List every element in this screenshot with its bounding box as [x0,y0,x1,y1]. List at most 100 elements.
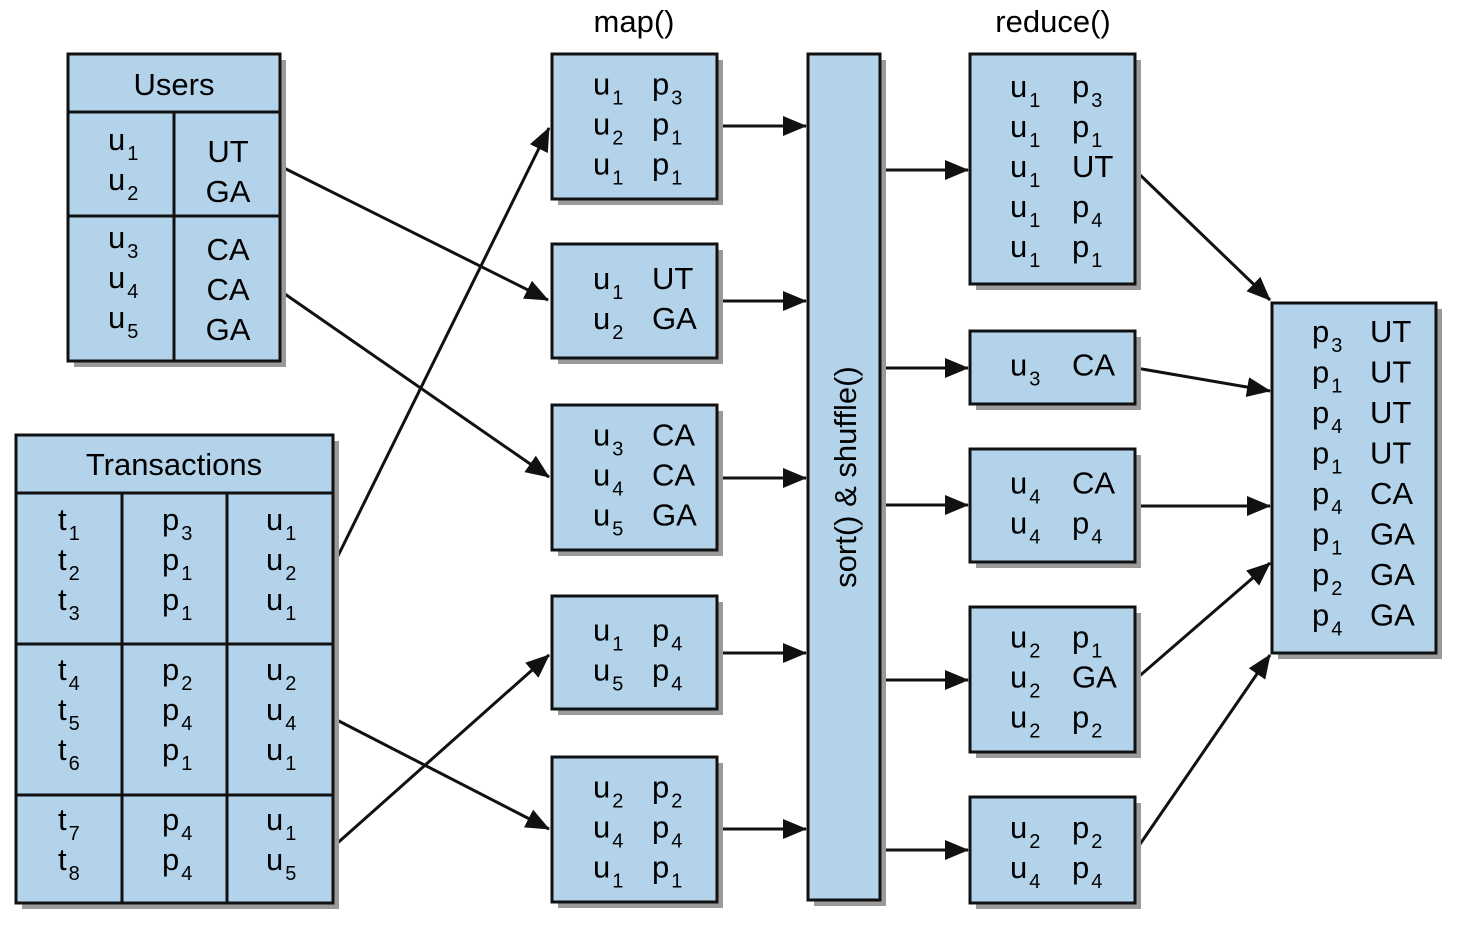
transactions-title: Transactions [86,447,262,482]
state-value: GA [206,312,251,347]
cell-value: UT [652,261,693,296]
value-text: UT [1072,149,1113,184]
value-text: t [58,692,67,727]
flow-arrow [281,165,549,302]
value-subscript: 2 [1091,721,1102,743]
reduce-input-box [968,447,1137,564]
map-output-box [550,594,719,711]
cell-value: GA [1072,660,1117,695]
value-subscript: 1 [612,282,623,304]
cell-value: UT [1370,395,1411,430]
value-text: CA [652,418,695,453]
value-text: p [162,802,179,837]
value-subscript: 2 [1029,831,1040,853]
value-text: u [1010,189,1027,224]
value-text: u [1010,660,1027,695]
value-subscript: 5 [285,863,296,885]
value-text: p [1312,395,1329,430]
value-text: p [652,653,669,688]
flow-arrow [331,127,551,567]
value-text: u [1010,348,1027,383]
value-subscript: 2 [1029,721,1040,743]
value-text: GA [1370,517,1415,552]
flow-arrow [1134,654,1272,851]
value-text: p [162,502,179,537]
map-output-box [550,403,719,552]
value-text: p [162,582,179,617]
value-subscript: 5 [69,713,80,735]
value-text: u [266,842,283,877]
value-text: UT [652,261,693,296]
value-subscript: 3 [127,241,138,263]
sort-shuffle-bar: sort() & shuffle() [806,52,886,906]
map-output-box [550,52,719,201]
value-text: t [58,802,67,837]
value-subscript: 5 [127,321,138,343]
reduce-input-box [968,329,1137,406]
value-subscript: 1 [1331,457,1342,479]
value-subscript: 1 [181,753,192,775]
value-subscript: 4 [181,713,192,735]
value-subscript: 1 [285,603,296,625]
value-text: t [58,582,67,617]
value-subscript: 1 [1331,538,1342,560]
state-value: CA [206,272,249,307]
value-subscript: 4 [1331,416,1342,438]
value-text: CA [1072,348,1115,383]
value-text: p [1072,109,1089,144]
value-subscript: 3 [1091,90,1102,112]
flow-arrow [1135,561,1271,681]
value-text: p [162,732,179,767]
value-text: u [593,147,610,182]
value-subscript: 3 [181,523,192,545]
value-text: p [162,842,179,877]
value-text: p [1312,557,1329,592]
value-text: GA [1072,660,1117,695]
value-subscript: 5 [612,674,623,696]
value-subscript: 2 [181,673,192,695]
value-subscript: 2 [1029,641,1040,663]
reduce-input-box [968,795,1137,905]
value-text: p [652,147,669,182]
value-text: UT [1370,314,1411,349]
value-subscript: 4 [1331,619,1342,641]
value-subscript: 4 [671,674,682,696]
value-text: p [1072,850,1089,885]
value-text: p [1312,314,1329,349]
value-text: u [1010,700,1027,735]
value-subscript: 4 [1029,871,1040,893]
value-subscript: 3 [671,88,682,110]
value-subscript: 4 [671,634,682,656]
value-text: p [1072,229,1089,264]
value-subscript: 2 [69,563,80,585]
value-subscript: 1 [612,168,623,190]
cell-value: GA [1370,557,1415,592]
cell-value: GA [1370,598,1415,633]
value-text: u [266,692,283,727]
